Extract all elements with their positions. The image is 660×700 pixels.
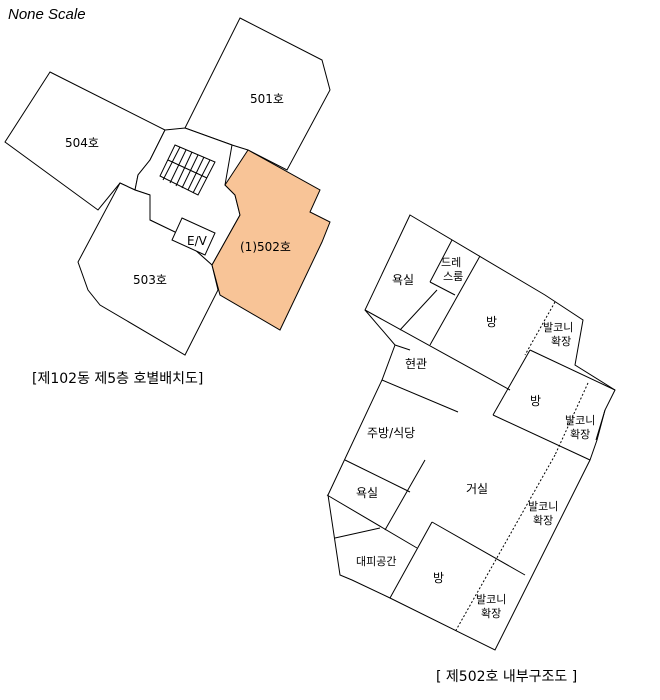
unit-502-label: (1)502호 [240,240,291,254]
room-shelter: 대피공간 [356,555,396,568]
room-bedroom-3: 방 [433,571,444,585]
balcony-lines [454,301,589,633]
unit-504-label: 504호 [65,136,99,150]
interior-walls [326,239,616,599]
room-entrance: 현관 [405,357,427,371]
unit-501-label: 501호 [250,92,284,106]
room-bathroom-2: 욕실 [356,486,378,500]
layout-plan: 504호 501호 503호 (1)502호 E/V [4,17,331,356]
unit-502-highlight [211,149,331,331]
room-bedroom-1: 방 [486,315,497,329]
room-bedroom-2: 방 [530,394,541,408]
elevator-label: E/V [187,234,208,248]
stair-steps [162,146,211,194]
elevator [171,217,216,256]
room-kitchen: 주방/식당 [367,426,415,440]
layout-plan-caption: [제102동 제5층 호별배치도] [32,371,204,387]
staircase [159,144,216,196]
room-bathroom-1: 욕실 [392,273,414,287]
scale-note: None Scale [8,6,86,23]
room-living: 거실 [466,482,488,496]
unit-503-label: 503호 [133,273,167,287]
interior-plan-caption: [ 제502호 내부구조도 ] [436,669,578,685]
